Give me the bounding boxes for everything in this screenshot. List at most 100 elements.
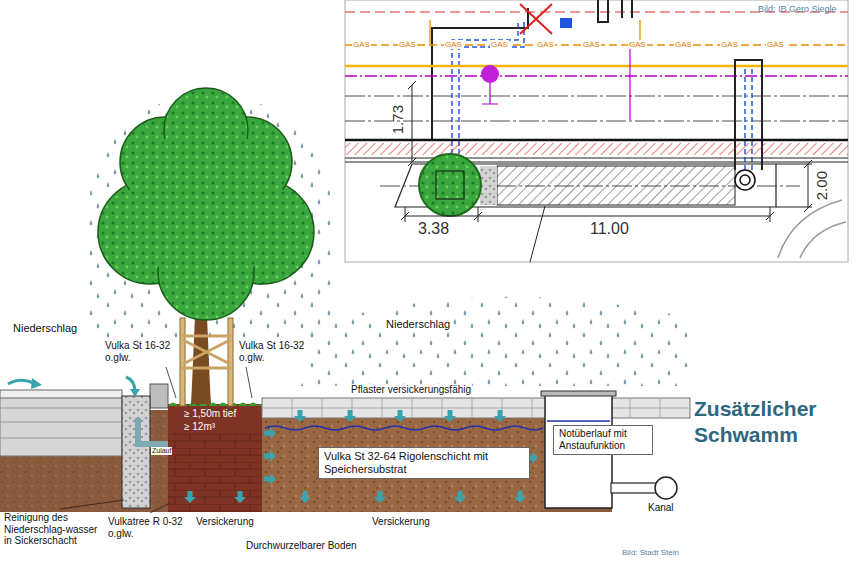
material-label: Vulka St 16-32 o.glw.	[104, 340, 178, 363]
pit-volume: ≥ 12m³	[184, 421, 215, 433]
dimension: 1.73	[389, 105, 406, 134]
cad-plan	[345, 139, 848, 142]
pipe-label: GAS	[720, 40, 739, 49]
water-arrows	[494, 410, 506, 422]
cad-plan	[497, 166, 735, 205]
water-arrows	[394, 410, 406, 422]
material-label: Vulka St 16-32 o.glw.	[238, 340, 314, 363]
cad-plan	[480, 166, 497, 205]
ground-section	[138, 418, 172, 444]
water-arrows	[264, 427, 276, 439]
pipe-label: GAS	[674, 40, 693, 49]
ground-section	[611, 483, 657, 493]
rain-label: Niederschlag	[385, 318, 451, 331]
water-arrows	[514, 491, 526, 503]
water-arrows	[8, 377, 538, 503]
water-arrows	[299, 491, 311, 503]
node-text: Vulka St 32-64 Rigolenschicht mit Speich…	[324, 450, 524, 476]
cad-plan	[345, 0, 848, 262]
ground-section	[0, 384, 690, 512]
tree	[98, 88, 314, 406]
water-arrows	[8, 380, 34, 384]
cad-plan	[560, 18, 572, 28]
leader-lines	[60, 500, 124, 509]
tree	[128, 127, 284, 283]
rain-drops	[88, 93, 332, 338]
cad-plan	[735, 170, 755, 190]
pipe-label: GAS	[582, 40, 601, 49]
dimension: 2.00	[813, 171, 830, 200]
leader-lines	[150, 503, 170, 513]
image-credit: Bild: Stadt Stein	[622, 548, 679, 557]
infiltration-label: Versickerung	[372, 516, 430, 528]
rain-drops	[300, 297, 690, 386]
leader-lines	[166, 367, 176, 398]
water-arrows	[264, 450, 276, 462]
cad-plan	[740, 175, 750, 185]
water-arrows	[454, 491, 466, 503]
cad-plan	[419, 154, 481, 216]
dimension: 3.38	[418, 220, 449, 238]
ground-section	[262, 418, 545, 512]
pipe-label: GAS	[628, 40, 647, 49]
ground-section	[0, 396, 122, 456]
cad-plan	[481, 65, 499, 83]
ground-section	[265, 426, 543, 430]
sewer-label: Kanal	[648, 502, 674, 514]
pipe-label: GAS	[536, 40, 555, 49]
pipe-label: GAS	[766, 40, 785, 49]
cad-plan	[345, 0, 848, 262]
ground-section	[122, 396, 150, 508]
leader-lines	[246, 367, 252, 398]
pipe-label: GAS	[398, 40, 417, 49]
pavement-label: Pflaster versickerungsfähig	[350, 384, 472, 396]
ground-section	[168, 404, 262, 512]
cad-plan	[345, 96, 848, 121]
overflow-box: Notüberlauf mit Anstaufunktion	[553, 425, 653, 455]
water-arrows	[31, 378, 42, 389]
cad-plan	[776, 160, 812, 212]
ground-section	[547, 420, 610, 422]
cad-plan	[345, 158, 848, 162]
tree	[182, 336, 231, 368]
ground-section	[541, 391, 616, 396]
node-text: Notüberlauf mit Anstaufunktion	[559, 428, 647, 452]
image-credit: Bild: IB Gero Siegle	[758, 4, 837, 14]
layer-box: Vulka St 32-64 Rigolenschicht mit Speich…	[318, 447, 530, 479]
water-arrows	[264, 473, 276, 485]
shaft-label: Reinigung des Niederschlag-wasser in Sic…	[4, 512, 104, 547]
tree	[98, 88, 314, 320]
cad-plan	[345, 65, 848, 68]
ground-section	[262, 418, 545, 512]
ground-section	[0, 408, 122, 438]
cad-plan	[401, 207, 774, 222]
material-label: Vulkatree R 0-32 o.glw.	[108, 516, 192, 539]
cad-plan	[778, 200, 846, 258]
pit-depth: ≥ 1,50m tief	[184, 408, 236, 420]
water-arrows	[184, 491, 196, 503]
pipe-label: GAS	[490, 40, 509, 49]
ground-section	[262, 398, 690, 418]
ground-section	[262, 398, 690, 418]
water-arrows	[126, 377, 135, 390]
ground-section	[168, 432, 262, 512]
water-arrows	[130, 389, 140, 397]
cad-plan	[408, 81, 416, 166]
ground-section	[150, 384, 168, 408]
ground-section	[0, 390, 122, 398]
water-arrows	[234, 491, 246, 503]
ground-section	[655, 477, 677, 499]
slide-title: Zusätzlicher Schwamm	[694, 396, 852, 449]
cad-plan	[345, 143, 848, 155]
pipe-label: GAS	[444, 40, 463, 49]
cad-plan	[530, 206, 545, 262]
water-arrows	[344, 410, 356, 422]
water-arrows	[294, 410, 306, 422]
water-arrows	[374, 491, 386, 503]
rain-label: Niederschlag	[12, 322, 78, 335]
cad-plan	[598, 0, 632, 22]
pipe-label: GAS	[352, 40, 371, 49]
